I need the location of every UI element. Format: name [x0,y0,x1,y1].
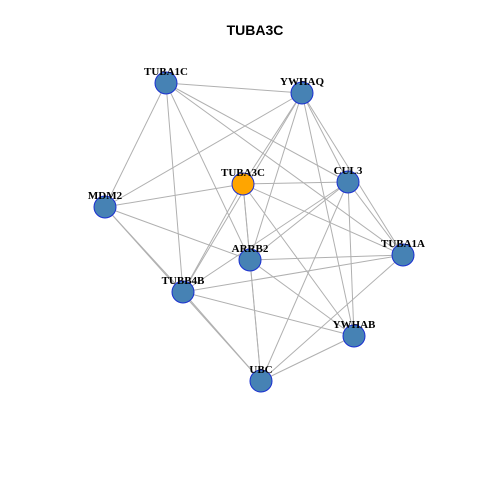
edge-cul3-tubb4b [182,181,349,293]
edge-tubb4b-ywhab [182,291,355,337]
edge-ywhaq-cul3 [301,92,349,183]
edge-tuba3c-mdm2 [104,183,244,208]
edge-cul3-ywhab [347,181,355,337]
edge-arrb2-tuba1a [249,254,404,261]
edge-tuba1c-ywhaq [165,82,303,94]
edge-mdm2-arrb2 [104,206,251,261]
edge-tubb4b-ubc [182,291,262,382]
edge-cul3-tuba1a [347,181,404,256]
edge-tuba1a-ubc [260,254,404,382]
node-label-tuba1a: TUBA1A [381,238,425,250]
node-label-arrb2: ARRB2 [232,243,269,255]
node-mdm2[interactable] [93,195,117,219]
edge-ywhaq-mdm2 [104,92,303,208]
edge-arrb2-ubc [249,259,262,382]
node-cul3[interactable] [336,170,360,194]
edge-tuba3c-ywhab [242,183,355,337]
edge-tuba1c-arrb2 [165,82,251,261]
edge-ywhaq-arrb2 [249,92,303,261]
graph-title: TUBA3C [227,22,284,38]
node-label-ubc: UBC [249,364,272,376]
edge-tuba1a-tubb4b [182,254,404,293]
node-ywhab[interactable] [342,324,366,348]
edge-arrb2-ywhab [249,259,355,337]
edge-ywhab-ubc [260,335,355,382]
node-label-cul3: CUL3 [334,165,363,177]
edge-tuba3c-cul3 [242,181,349,185]
node-tuba1a[interactable] [391,243,415,267]
edge-tuba1c-mdm2 [104,82,167,208]
node-label-ywhaq: YWHAQ [280,76,324,88]
node-label-tubb4b: TUBB4B [162,275,205,287]
node-ywhaq[interactable] [290,81,314,105]
edge-tuba1c-tuba1a [165,82,404,256]
node-ubc[interactable] [249,369,273,393]
node-label-tuba1c: TUBA1C [144,66,188,78]
edge-cul3-ubc [260,181,349,382]
node-arrb2[interactable] [238,248,262,272]
edge-tuba3c-tubb4b [182,183,244,293]
node-label-tuba3c: TUBA3C [221,167,265,179]
node-layer [93,71,415,393]
edge-tuba3c-ywhaq [242,92,303,185]
node-tuba1c[interactable] [154,71,178,95]
edge-tuba1c-tubb4b [165,82,184,293]
node-tubb4b[interactable] [171,280,195,304]
node-label-mdm2: MDM2 [88,190,123,202]
node-tuba3c[interactable] [231,172,255,196]
edge-ywhaq-ywhab [301,92,355,337]
node-label-ywhab: YWHAB [333,319,376,331]
edge-cul3-arrb2 [249,181,349,261]
